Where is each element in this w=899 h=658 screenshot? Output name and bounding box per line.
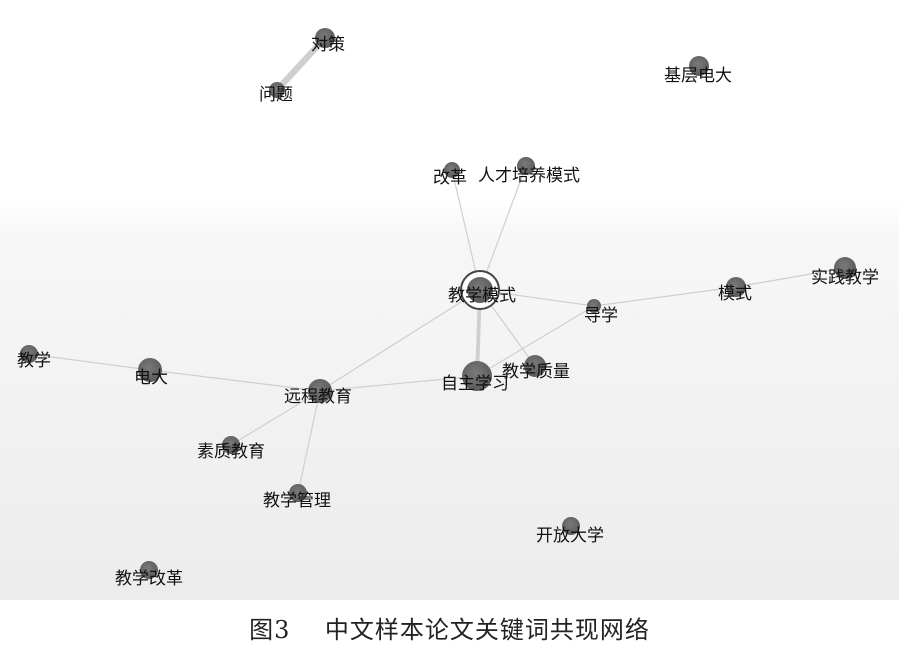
node-kaifang <box>562 517 580 535</box>
node-label-suzhi: 素质教育 <box>197 442 265 462</box>
node-jiceng <box>689 56 709 76</box>
edge-yuancheng-guanli <box>297 390 321 494</box>
edge-wenti-duice <box>273 34 329 94</box>
node-dianda <box>138 358 162 382</box>
node-label-guanli: 教学管理 <box>263 491 331 511</box>
network-figure: 对策问题 基层电大改革人才培养模式教学模式导学 模式 实践教学教学电大远程教育 自主学习… <box>0 0 899 600</box>
caption-number: 图3 <box>249 616 291 644</box>
node-jxgg <box>140 561 158 579</box>
edge-dianda-yuancheng <box>149 369 321 392</box>
node-label-moshi: 模式 <box>718 284 752 304</box>
keyword-network-graph: 对策问题 基层电大改革人才培养模式教学模式导学 模式 实践教学教学电大远程教育 自主学习… <box>17 28 879 589</box>
node-gaige <box>444 162 460 178</box>
edge-daoxue-zizhu <box>476 305 595 377</box>
edge-jxms-yuancheng <box>319 289 481 392</box>
node-jiaoxue <box>20 345 38 363</box>
node-label-shijian: 实践教学 <box>811 268 879 288</box>
node-label-gaige: 改革 <box>433 168 467 188</box>
node-label-dianda: 电大 <box>134 368 168 388</box>
node-label-daoxue: 导学 <box>584 306 618 326</box>
figure-caption: 图3 中文样本论文关键词共现网络 <box>0 610 899 645</box>
node-label-duice: 对策 <box>311 35 345 55</box>
node-guanli <box>289 484 307 502</box>
node-zizhu <box>462 361 492 391</box>
edge-jxms-gaige <box>451 169 481 291</box>
node-label-jxgg: 教学改革 <box>115 569 183 589</box>
node-zhiliang <box>524 355 546 377</box>
node-rencai <box>517 157 535 175</box>
node-suzhi <box>222 436 240 454</box>
edge-moshi-shijian <box>735 267 846 288</box>
edge-jiaoxue-dianda <box>28 353 151 371</box>
edge-daoxue-moshi <box>593 286 737 307</box>
node-label-jiaoxue: 教学 <box>17 351 51 371</box>
node-label-jiceng: 基层电大 <box>664 66 732 86</box>
node-yuancheng <box>308 379 332 403</box>
node-label-zizhu: 自主学习 <box>441 374 509 394</box>
node-daoxue <box>587 299 601 313</box>
node-label-yuancheng: 远程教育 <box>284 387 352 407</box>
labels-layer: 对策问题 基层电大改革人才培养模式教学模式导学 模式 实践教学教学电大远程教育 自主学习… <box>17 35 879 589</box>
edges-layer <box>28 34 846 494</box>
node-shijian <box>834 257 856 279</box>
node-label-rencai: 人才培养模式 <box>478 166 580 186</box>
node-duice <box>315 28 335 48</box>
node-moshi <box>726 277 746 297</box>
edge-yuancheng-zizhu <box>319 375 478 392</box>
nodes-layer <box>20 28 856 579</box>
node-label-wenti: 问题 <box>259 85 293 105</box>
node-label-kaifang: 开放大学 <box>536 526 604 546</box>
caption-text: 中文样本论文关键词共现网络 <box>324 616 650 644</box>
node-label-jxms: 教学模式 <box>448 286 516 306</box>
node-label-zhiliang: 教学质量 <box>502 362 570 382</box>
edge-jxms-rencai <box>479 165 527 291</box>
node-jxms <box>467 277 493 303</box>
node-wenti <box>269 82 285 98</box>
edge-yuancheng-suzhi <box>230 390 321 446</box>
